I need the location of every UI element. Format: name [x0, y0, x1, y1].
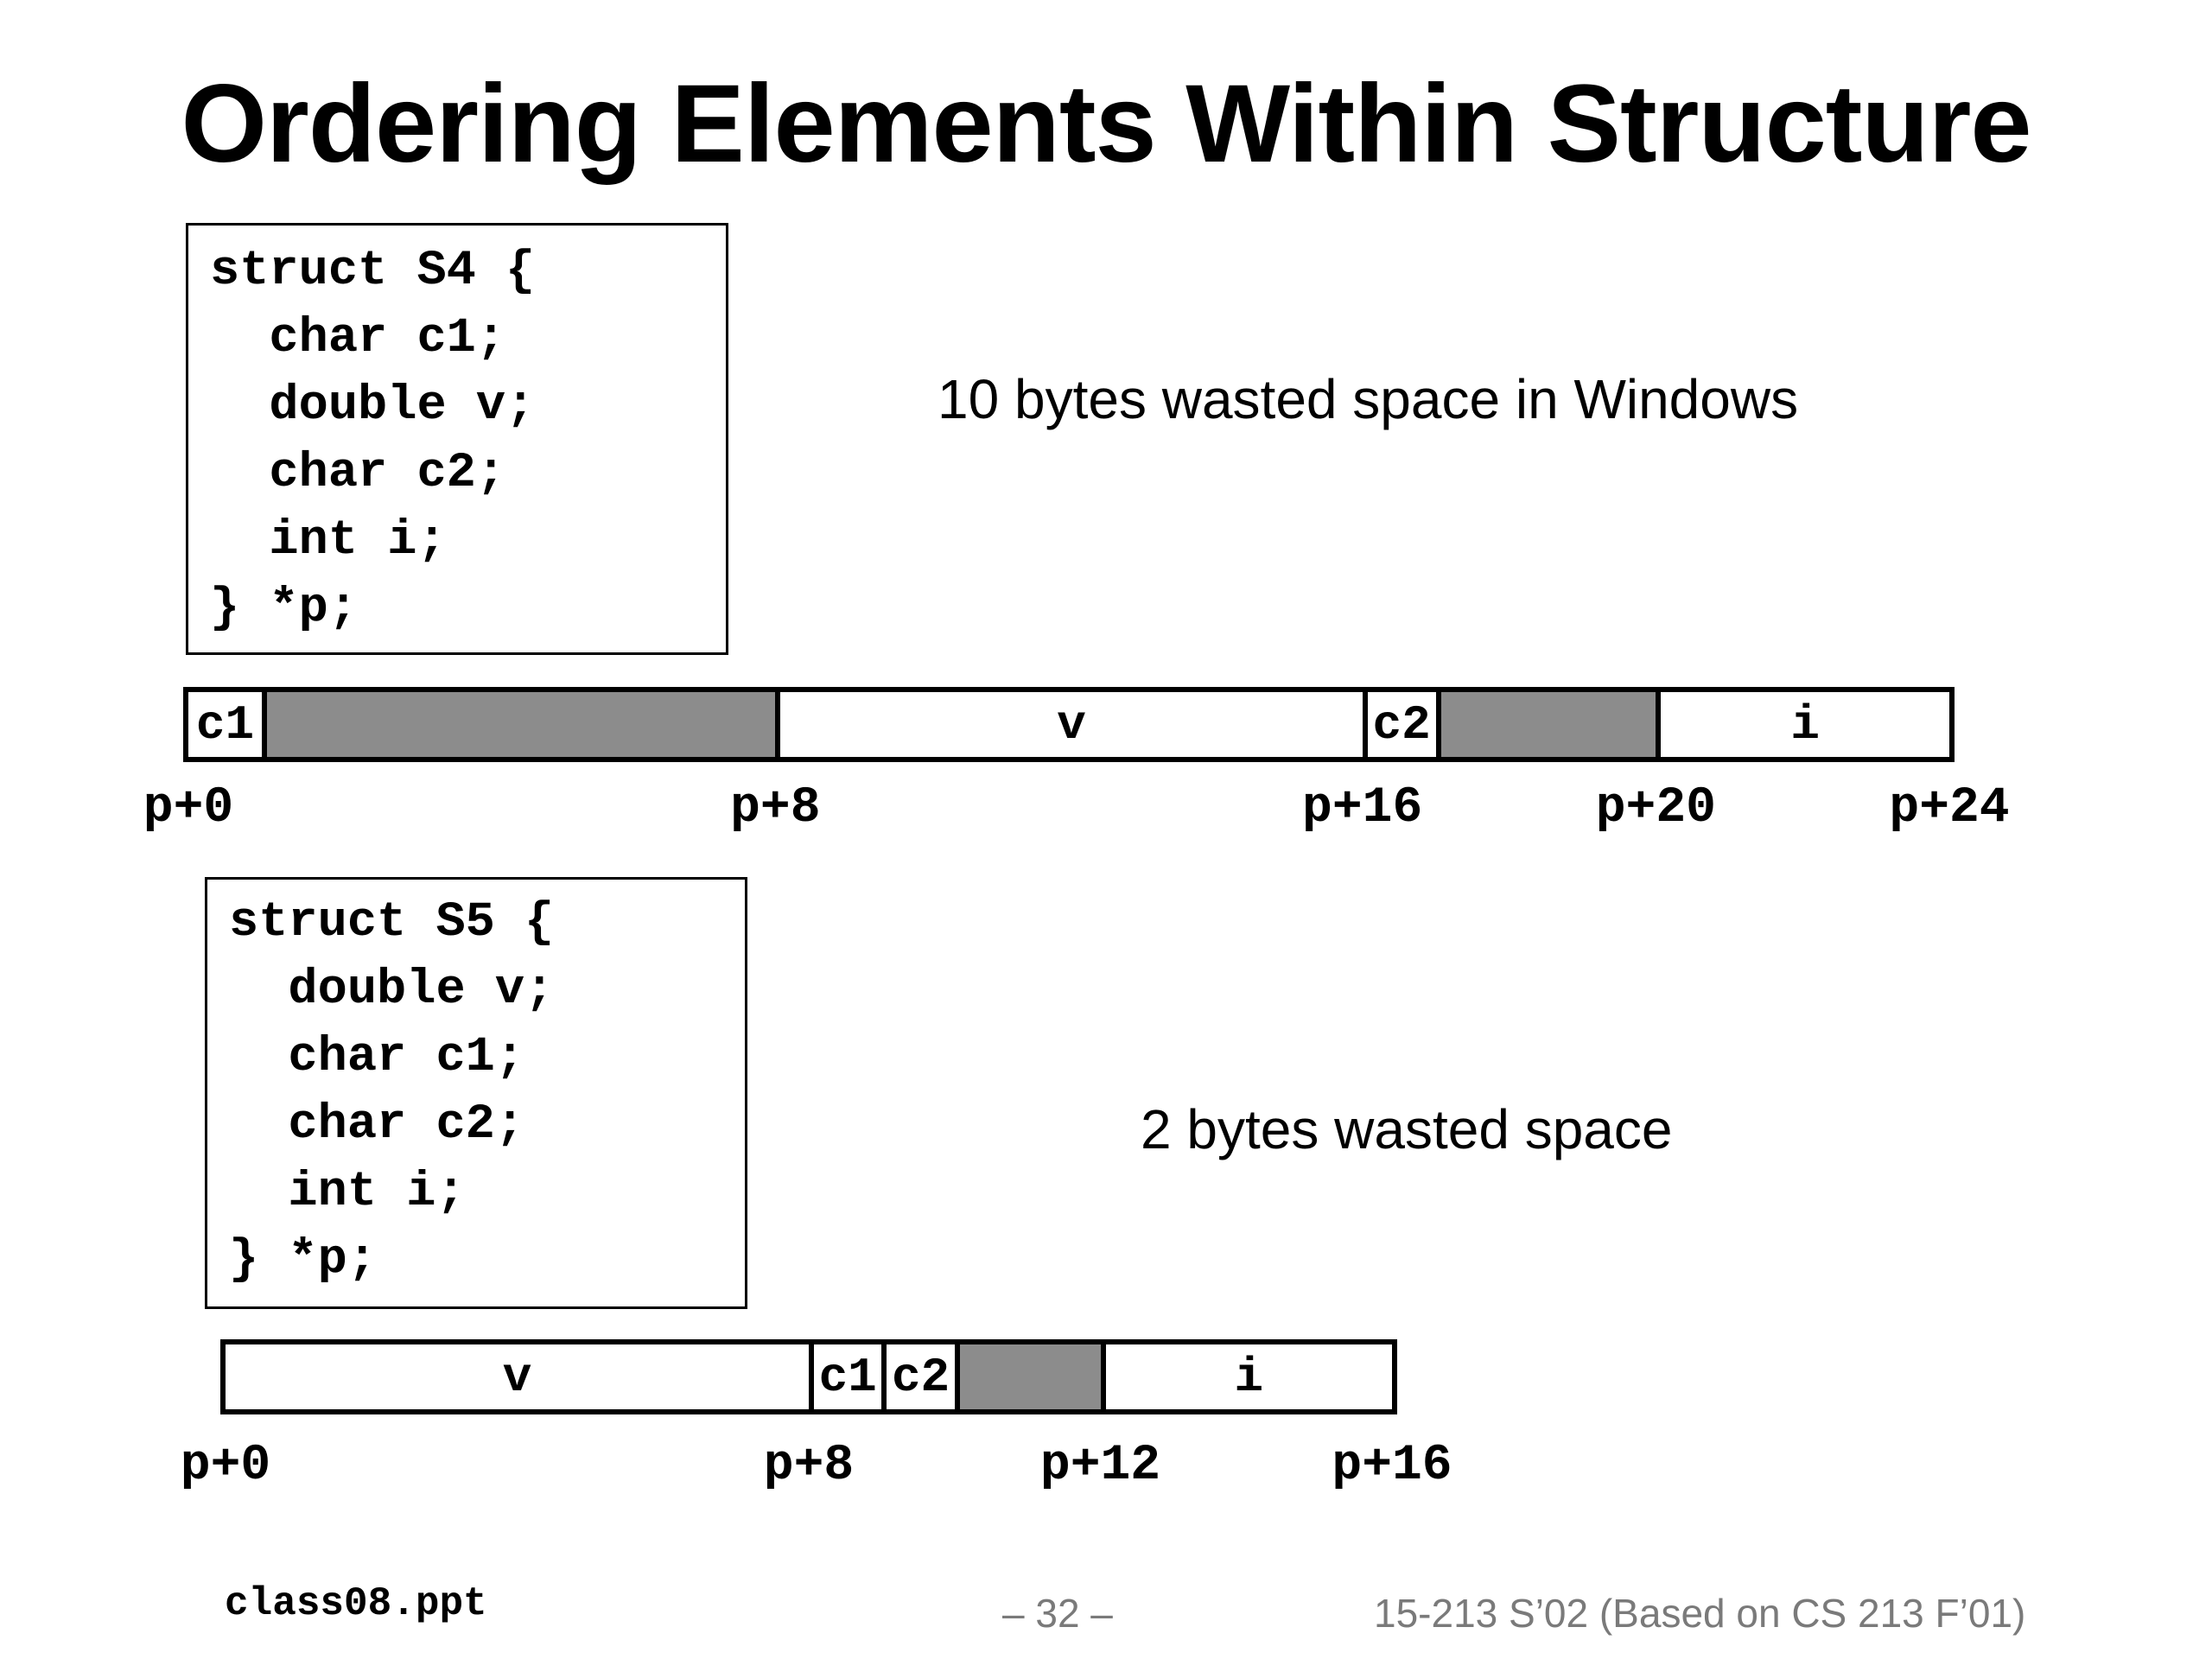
s4-offset-label: p+16 — [1302, 780, 1423, 836]
s5-offset-label: p+0 — [180, 1438, 271, 1494]
s4-code-line: char c2; — [210, 446, 506, 501]
s4-offset-label: p+20 — [1595, 780, 1716, 836]
s5-code-line: char c1; — [229, 1030, 525, 1085]
s5-offset-label: p+16 — [1332, 1438, 1452, 1494]
s4-offset-label: p+0 — [143, 780, 234, 836]
s4-field-v: v — [775, 692, 1362, 757]
s5-code-line: } *p; — [229, 1232, 378, 1287]
s5-field-i: i — [1100, 1344, 1393, 1409]
s5-code-line: struct S5 { — [229, 895, 555, 950]
s4-code-box: struct S4 { char c1; double v; char c2; … — [186, 223, 728, 655]
s5-wasted-space-note: 2 bytes wasted space — [1141, 1098, 1673, 1160]
s4-code-line: } *p; — [210, 581, 359, 636]
s4-offset-label: p+8 — [730, 780, 821, 836]
s5-offset-label: p+12 — [1039, 1438, 1161, 1494]
s5-code-box: struct S5 { double v; char c1; char c2; … — [205, 877, 747, 1309]
slide-title: Ordering Elements Within Structure — [181, 62, 2031, 186]
footer-filename: class08.ppt — [225, 1581, 487, 1626]
s4-wasted-space-note: 10 bytes wasted space in Windows — [938, 368, 1799, 430]
s4-code-line: char c1; — [210, 311, 506, 366]
s5-field-c2: c2 — [881, 1344, 954, 1409]
s4-padding-cell — [261, 692, 776, 757]
s5-padding-cell — [954, 1344, 1101, 1409]
s4-field-c2: c2 — [1362, 692, 1436, 757]
s4-code-line: double v; — [210, 378, 536, 434]
s4-field-c1: c1 — [195, 696, 255, 753]
s4-code-line: int i; — [210, 513, 447, 569]
s4-code-line: struct S4 { — [210, 244, 536, 299]
s5-offset-label: p+8 — [763, 1438, 855, 1494]
s5-field-c1: c1 — [809, 1344, 881, 1409]
s4-offset-label: p+24 — [1889, 780, 2010, 836]
footer-course: 15-213 S’02 (Based on CS 213 F’01) — [1374, 1591, 2026, 1636]
s5-code-line: double v; — [229, 963, 555, 1018]
s5-field-v: v — [502, 1349, 532, 1405]
s4-padding-cell — [1435, 692, 1656, 757]
footer-page-number: – 32 – — [1002, 1591, 1113, 1636]
s5-code-line: char c2; — [229, 1097, 525, 1153]
s5-code-line: int i; — [229, 1165, 466, 1220]
s4-field-i: i — [1656, 692, 1949, 757]
